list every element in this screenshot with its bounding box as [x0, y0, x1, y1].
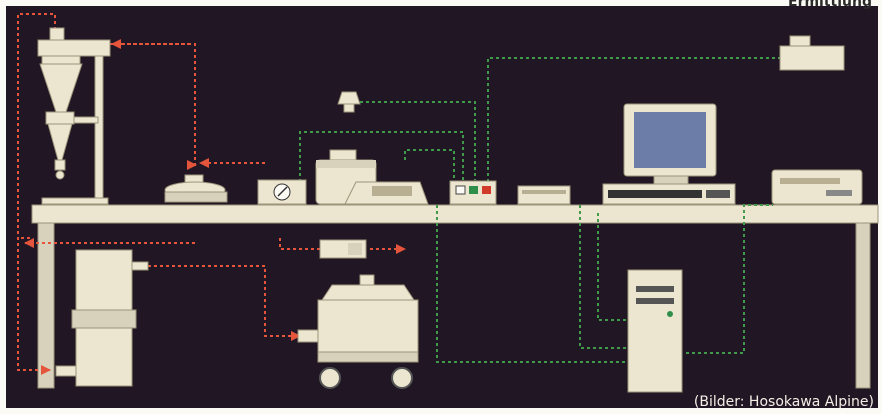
computer-tower: [627, 269, 683, 393]
cyclone-separator: [37, 27, 111, 180]
printer: [517, 185, 571, 205]
sieve-unit: [164, 174, 228, 203]
balance: [344, 181, 429, 205]
red-button: [482, 186, 491, 194]
air-lines: [17, 13, 406, 375]
signal-lines: [299, 57, 780, 363]
pressure-gauge: [257, 179, 307, 205]
green-button: [469, 186, 478, 194]
filter-cylinder: [55, 249, 149, 387]
vacuum-cleaner: [297, 274, 419, 389]
sensor-small: [337, 91, 361, 113]
computer-monitor: [623, 103, 717, 185]
lab-table: [31, 204, 879, 389]
image-credit: (Bilder: Hosokawa Alpine): [693, 394, 874, 410]
keyboard: [602, 183, 736, 205]
flow-valve: [319, 239, 367, 259]
control-box: [449, 180, 497, 205]
flat-printer: [771, 169, 863, 205]
header-fragment: Ermittlung: [788, 0, 872, 10]
sensor-top: [779, 35, 845, 71]
